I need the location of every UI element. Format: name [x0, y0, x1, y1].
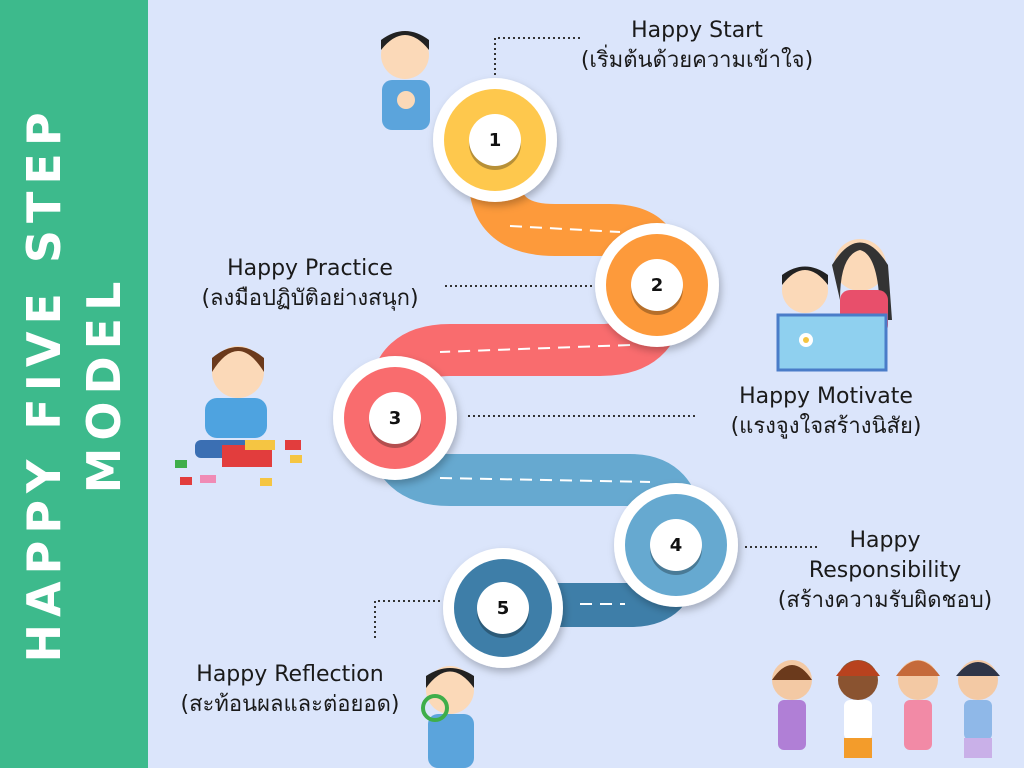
children-holding-hands-illustration: [772, 660, 1000, 758]
step-4-label: Happy Responsibility (สร้างความรับผิดชอบ…: [760, 526, 1010, 616]
step-3-subtitle: (แรงจูงใจสร้างนิสัย): [730, 414, 922, 439]
step-4-subtitle: (สร้างความรับผิดชอบ): [777, 588, 993, 613]
parent-reading-illustration: [776, 239, 892, 372]
step-3-title: Happy Motivate: [739, 384, 913, 409]
child-magnifier-illustration: [421, 666, 474, 768]
step-5-label: Happy Reflection (สะท้อนผลและต่อยอด): [160, 660, 420, 720]
step-2-number: 2: [651, 275, 664, 296]
child-playing-blocks-illustration: [175, 346, 302, 486]
step-5-number: 5: [497, 598, 510, 619]
step-2-title: Happy Practice: [227, 256, 393, 281]
connector-1: [494, 37, 580, 75]
step-4-number: 4: [670, 535, 683, 556]
step-1-number: 1: [489, 130, 502, 151]
step-4-title-line-1: Happy: [849, 528, 921, 553]
step-4-badge: [650, 519, 702, 571]
step-1-subtitle: (เริ่มต้นด้วยความเข้าใจ): [580, 48, 814, 73]
step-2-circle: 2: [595, 223, 719, 347]
step-3-circle: 3: [333, 356, 457, 480]
step-1-title: Happy Start: [631, 18, 763, 43]
step-3-badge: [369, 392, 421, 444]
child-greeting-illustration: [381, 31, 430, 130]
step-5-circle: 5: [443, 548, 563, 668]
connector-5: [374, 600, 440, 640]
step-2-badge: [631, 259, 683, 311]
step-5-title: Happy Reflection: [196, 662, 384, 687]
step-5-subtitle: (สะท้อนผลและต่อยอด): [180, 692, 400, 717]
step-2-subtitle: (ลงมือปฏิบัติอย่างสนุก): [201, 286, 419, 311]
sidebar: HAPPY FIVE STEP MODEL: [0, 0, 148, 768]
step-2-label: Happy Practice (ลงมือปฏิบัติอย่างสนุก): [180, 254, 440, 314]
step-3-label: Happy Motivate (แรงจูงใจสร้างนิสัย): [706, 382, 946, 442]
step-4-title-line-2: Responsibility: [808, 558, 962, 583]
step-3-number: 3: [389, 408, 402, 429]
step-5-badge: [477, 582, 529, 634]
step-1-badge: [469, 114, 521, 166]
step-1-circle: 1: [433, 78, 557, 202]
step-1-label: Happy Start (เริ่มต้นด้วยความเข้าใจ): [572, 16, 822, 76]
step-4-circle: 4: [614, 483, 738, 607]
